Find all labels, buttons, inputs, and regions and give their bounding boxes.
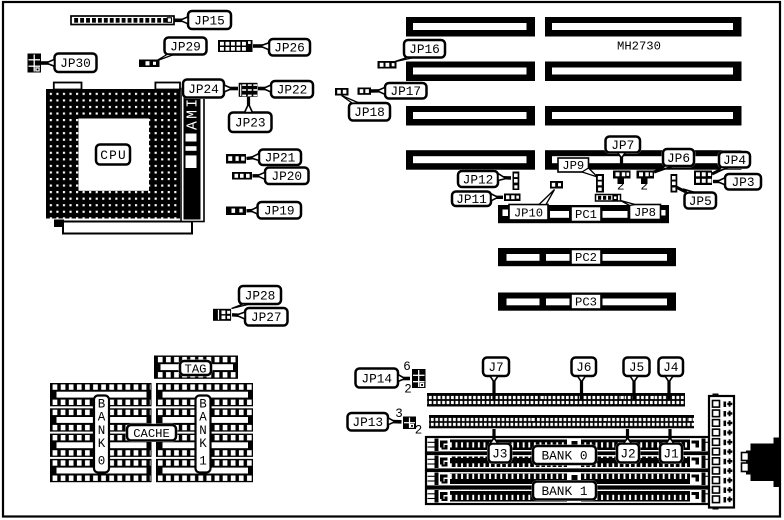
svg-text:A: A (199, 411, 207, 425)
svg-text:J7: J7 (488, 360, 503, 375)
svg-text:6: 6 (403, 360, 411, 374)
svg-text:J2: J2 (620, 446, 635, 461)
svg-text:0: 0 (98, 455, 106, 469)
svg-text:BANK 1: BANK 1 (541, 484, 587, 499)
svg-text:JP24: JP24 (188, 82, 219, 97)
svg-text:JP8: JP8 (634, 206, 656, 220)
svg-text:JP30: JP30 (60, 56, 91, 71)
svg-text:JP15: JP15 (194, 13, 225, 28)
svg-text:A: A (98, 411, 106, 425)
svg-text:AMI: AMI (186, 96, 202, 130)
svg-text:2: 2 (617, 180, 625, 194)
svg-text:JP16: JP16 (409, 42, 440, 57)
svg-text:2: 2 (404, 383, 412, 397)
svg-text:1: 1 (199, 455, 207, 469)
svg-text:JP20: JP20 (271, 169, 302, 184)
svg-text:PC3: PC3 (575, 296, 597, 310)
svg-text:B: B (199, 398, 207, 412)
svg-text:JP19: JP19 (264, 204, 295, 219)
svg-text:JP23: JP23 (235, 116, 266, 131)
svg-text:CPU: CPU (100, 148, 127, 163)
svg-text:J4: J4 (663, 360, 679, 375)
svg-text:JP13: JP13 (352, 415, 383, 430)
svg-text:CACHE: CACHE (133, 427, 170, 441)
svg-text:JP5: JP5 (689, 194, 712, 209)
svg-text:JP22: JP22 (277, 83, 308, 98)
svg-text:JP28: JP28 (245, 288, 276, 303)
svg-text:JP14: JP14 (361, 371, 392, 386)
svg-text:PC2: PC2 (575, 251, 597, 265)
svg-text:JP29: JP29 (170, 39, 201, 54)
svg-text:JP4: JP4 (723, 153, 746, 168)
svg-text:JP12: JP12 (463, 172, 494, 187)
svg-text:3: 3 (395, 407, 403, 421)
svg-text:JP21: JP21 (265, 151, 296, 166)
svg-text:JP3: JP3 (731, 175, 754, 190)
svg-text:K: K (98, 437, 106, 451)
svg-text:J6: J6 (576, 360, 591, 375)
svg-text:2: 2 (415, 424, 423, 438)
svg-text:JP27: JP27 (251, 310, 282, 325)
svg-text:MH2730: MH2730 (617, 40, 661, 54)
svg-text:2: 2 (641, 180, 649, 194)
svg-text:J3: J3 (492, 446, 507, 461)
svg-text:N: N (199, 424, 207, 438)
svg-text:TAG: TAG (185, 362, 207, 376)
svg-text:PC1: PC1 (575, 208, 597, 222)
svg-text:J5: J5 (629, 360, 644, 375)
svg-text:JP18: JP18 (354, 105, 385, 120)
svg-text:JP9: JP9 (562, 159, 584, 173)
svg-text:N: N (98, 424, 106, 438)
svg-text:J1: J1 (663, 446, 679, 461)
svg-text:JP7: JP7 (611, 138, 634, 153)
svg-text:JP6: JP6 (667, 151, 690, 166)
svg-text:JP11: JP11 (456, 192, 487, 207)
svg-text:JP26: JP26 (274, 41, 305, 56)
svg-text:JP10: JP10 (514, 206, 543, 220)
svg-text:BANK 0: BANK 0 (541, 448, 587, 463)
svg-text:JP17: JP17 (390, 84, 421, 99)
svg-text:B: B (98, 398, 106, 412)
svg-text:K: K (199, 437, 207, 451)
